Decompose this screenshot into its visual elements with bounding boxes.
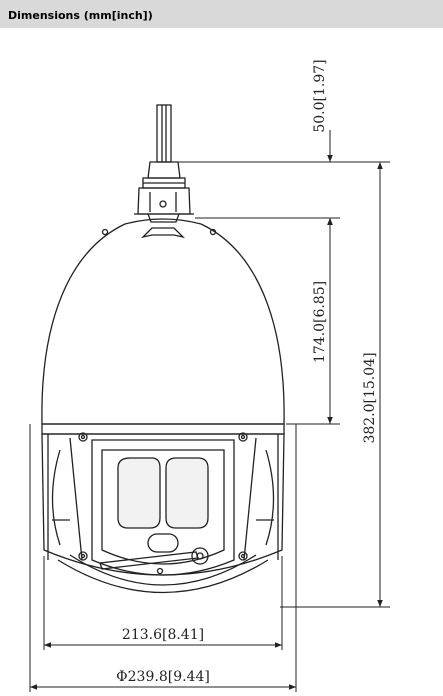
extension-lines xyxy=(29,161,390,692)
lens-window xyxy=(91,439,235,576)
dim-diameter: Φ239.8[9.44] xyxy=(116,669,210,685)
dimension-drawing: 50.0[1.97] 174.0[6.85] 382.0[15.04] 213.… xyxy=(29,59,390,692)
section-header: Dimensions (mm[inch]) xyxy=(0,0,443,28)
lens-right xyxy=(165,457,209,529)
sensor-window xyxy=(147,533,179,553)
dim-total-height: 382.0[15.04] xyxy=(362,352,378,443)
dim-cable-height: 50.0[1.97] xyxy=(312,59,328,132)
lens-left xyxy=(117,457,161,529)
wiper xyxy=(99,547,209,575)
lower-body xyxy=(41,432,285,594)
dim-body-width: 213.6[8.41] xyxy=(122,627,204,643)
dome-top-vent xyxy=(140,227,186,239)
camera-outline xyxy=(41,104,285,594)
dome-housing xyxy=(41,218,285,425)
section-title: Dimensions (mm[inch]) xyxy=(8,9,153,22)
dim-dome-height: 174.0[6.85] xyxy=(312,281,328,363)
dimension-lines xyxy=(30,130,383,690)
cable xyxy=(156,104,172,163)
cable-gland xyxy=(134,161,194,223)
dome-band xyxy=(41,423,285,435)
